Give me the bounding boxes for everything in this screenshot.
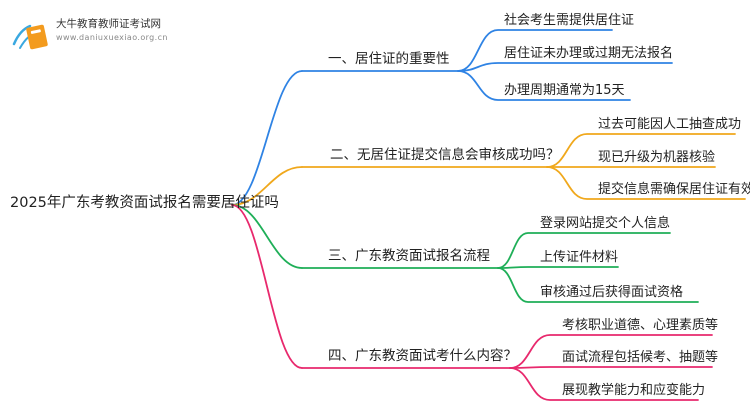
leaf-4-2-link bbox=[509, 366, 713, 369]
root-branch-2-link bbox=[231, 166, 303, 206]
branch-3-connectors bbox=[231, 204, 699, 303]
leaf-4-2: 面试流程包括候考、抽题等 bbox=[562, 350, 719, 365]
leaf-2-1-link bbox=[546, 133, 736, 168]
leaf-2-3-link bbox=[546, 166, 746, 200]
branch-4-label: 四、广东教资面试考什么内容？ bbox=[328, 348, 517, 364]
branch-1-label: 一、居住证的重要性 bbox=[328, 51, 450, 67]
leaf-1-3: 办理周期通常为15天 bbox=[504, 83, 625, 98]
branch-1-connectors bbox=[231, 29, 673, 206]
leaf-3-2: 上传证件材料 bbox=[540, 250, 619, 265]
leaf-3-3: 审核通过后获得面试资格 bbox=[540, 285, 684, 300]
site-name: 大牛教育教师证考试网 bbox=[56, 18, 161, 30]
leaf-3-2-link bbox=[497, 266, 619, 269]
root-branch-1-link bbox=[231, 70, 303, 206]
leaf-1-2-link bbox=[457, 62, 673, 72]
branch-2-label: 二、无居住证提交信息会审核成功吗？ bbox=[330, 147, 560, 163]
branch-3-label: 三、广东教资面试报名流程 bbox=[328, 248, 490, 264]
site-logo: 大牛教育教师证考试网 www.daniuxuexiao.org.cn bbox=[8, 14, 218, 54]
leaf-1-3-link bbox=[457, 70, 631, 101]
leaf-1-2: 居住证未办理或过期无法报名 bbox=[504, 46, 674, 61]
leaf-1-1-link bbox=[457, 29, 613, 72]
leaf-3-1-link bbox=[497, 232, 671, 269]
leaf-2-3: 提交信息需确保居住证有效 bbox=[598, 182, 750, 197]
root-branch-4-link bbox=[231, 204, 303, 369]
root-branch-3-link bbox=[231, 204, 303, 269]
leaf-4-1-link bbox=[509, 334, 713, 369]
leaf-1-1: 社会考生需提供居住证 bbox=[504, 13, 635, 28]
leaf-3-3-link bbox=[497, 267, 699, 303]
leaf-4-3-link bbox=[509, 367, 699, 401]
leaf-3-1: 登录网站提交个人信息 bbox=[540, 216, 671, 231]
branch-4-connectors bbox=[231, 204, 713, 401]
root-topic: 2025年广东考教资面试报名需要居住证吗 bbox=[10, 195, 279, 211]
leaf-2-1: 过去可能因人工抽查成功 bbox=[598, 117, 742, 132]
leaf-2-2: 现已升级为机器核验 bbox=[598, 150, 716, 165]
site-url: www.daniuxuexiao.org.cn bbox=[56, 33, 168, 42]
book-icon bbox=[12, 24, 48, 50]
branch-2-connectors bbox=[231, 133, 746, 206]
leaf-4-3: 展现教学能力和应变能力 bbox=[562, 383, 706, 398]
leaf-4-1: 考核职业道德、心理素质等 bbox=[562, 318, 719, 333]
